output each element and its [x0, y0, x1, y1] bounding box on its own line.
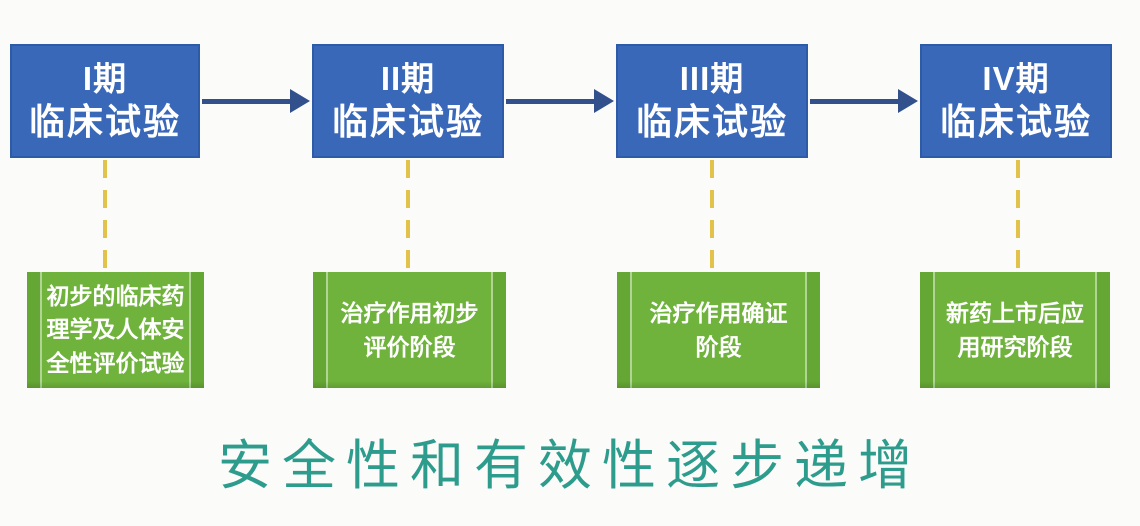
arrow-head-icon — [290, 89, 310, 113]
phase-box-3: III期 临床试验 — [616, 44, 808, 158]
dashed-connector-3 — [710, 160, 714, 272]
phase-label: III期 — [679, 59, 745, 97]
diagram-caption: 安全性和有效性逐步递增 — [218, 436, 922, 496]
arrow-shaft — [506, 99, 600, 104]
phase-box-1: I期 临床试验 — [10, 44, 200, 158]
phase-description-box-3: 治疗作用确证阶段 — [617, 272, 820, 388]
flow-arrow-1-2 — [202, 89, 310, 113]
phase-box-4: IV期 临床试验 — [920, 44, 1112, 158]
arrow-shaft — [202, 99, 296, 104]
dashed-connector-1 — [103, 160, 107, 272]
flow-arrow-3-4 — [810, 89, 918, 113]
arrow-shaft — [810, 99, 904, 104]
phase-box-2: II期 临床试验 — [312, 44, 504, 158]
dashed-connector-2 — [406, 160, 410, 272]
phase-label: IV期 — [982, 59, 1050, 97]
phase-description: 治疗作用初步评价阶段 — [340, 299, 479, 361]
phase-name: 临床试验 — [939, 101, 1092, 143]
dashed-connector-4 — [1016, 160, 1020, 272]
phase-label: II期 — [380, 59, 436, 97]
phase-description-box-4: 新药上市后应用研究阶段 — [920, 272, 1110, 388]
phase-label: I期 — [82, 59, 128, 97]
phase-description: 治疗作用确证阶段 — [649, 299, 788, 361]
phase-description-box-2: 治疗作用初步评价阶段 — [313, 272, 506, 388]
phase-name: 临床试验 — [28, 101, 181, 143]
phase-description: 初步的临床药理学及人体安全性评价试验 — [46, 282, 185, 376]
phase-description: 新药上市后应用研究阶段 — [946, 299, 1084, 361]
phase-description-box-1: 初步的临床药理学及人体安全性评价试验 — [27, 272, 204, 388]
phase-name: 临床试验 — [331, 101, 484, 143]
arrow-head-icon — [594, 89, 614, 113]
flow-arrow-2-3 — [506, 89, 614, 113]
arrow-head-icon — [898, 89, 918, 113]
phase-name: 临床试验 — [635, 101, 788, 143]
